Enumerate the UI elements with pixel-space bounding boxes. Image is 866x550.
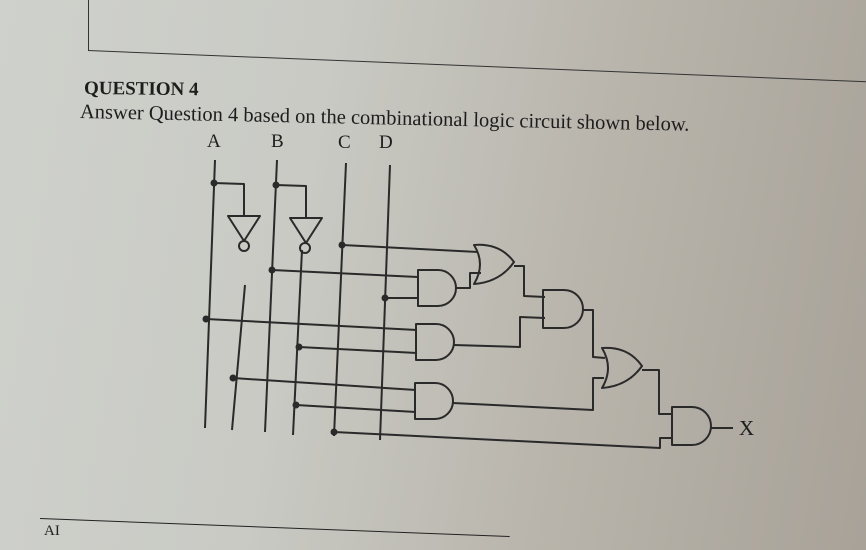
rail-a bbox=[204, 159, 216, 429]
not-gate-a-icon bbox=[227, 215, 261, 252]
and-gate-5-icon bbox=[671, 406, 712, 446]
and-gate-1-icon bbox=[417, 269, 457, 307]
rail-c bbox=[333, 162, 347, 437]
input-label-a: A bbox=[207, 131, 221, 152]
and-gate-3-icon bbox=[414, 382, 454, 420]
gate-input-wires bbox=[202, 241, 673, 449]
and-gate-2-icon bbox=[415, 323, 455, 361]
rail-d bbox=[379, 164, 391, 441]
rail-a-not bbox=[231, 284, 246, 431]
rail-b bbox=[264, 159, 278, 433]
or-gate-2-icon bbox=[601, 346, 643, 389]
or-gate-1-icon bbox=[473, 243, 515, 285]
inverter-taps bbox=[210, 179, 307, 218]
output-label-x: X bbox=[739, 416, 755, 440]
input-label-d: D bbox=[379, 132, 393, 153]
input-label-b: B bbox=[271, 131, 284, 152]
and-gate-4-icon bbox=[542, 289, 584, 329]
input-label-c: C bbox=[338, 132, 351, 153]
not-gate-b-icon bbox=[289, 217, 323, 254]
input-rails bbox=[204, 159, 391, 441]
footer-label: AI bbox=[44, 523, 60, 539]
